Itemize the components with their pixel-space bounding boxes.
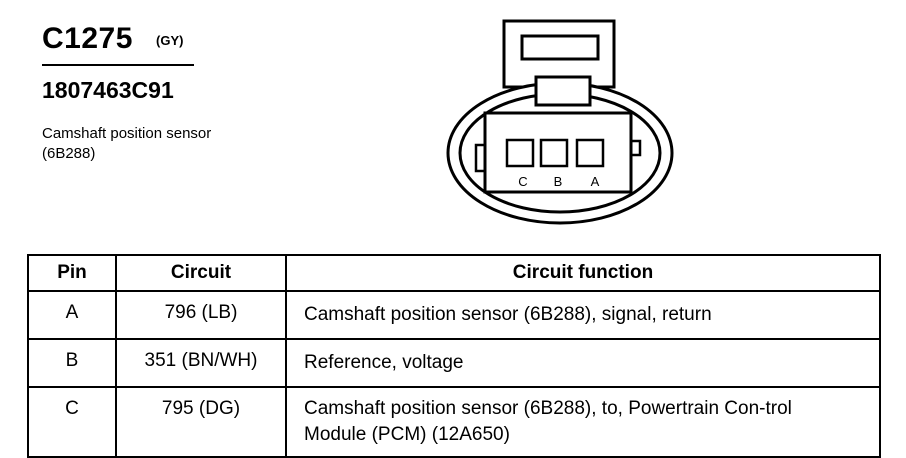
pin-cell: B [27,338,117,388]
pin-cell: C [27,386,117,458]
circuit-cell: 795 (DG) [115,386,287,458]
table-row: A 796 (LB) Camshaft position sensor (6B2… [27,290,881,340]
cavity-c [505,138,535,168]
function-text: Camshaft position sensor (6B288), signal… [304,304,712,325]
function-text: Camshaft position sensor (6B288), to, Po… [304,398,792,445]
function-cell: Camshaft position sensor (6B288), signal… [285,290,881,340]
pinout-table: Pin Circuit Circuit function A 796 (LB) … [27,254,881,458]
table-header-row: Pin Circuit Circuit function [27,254,881,292]
table-row: C 795 (DG) Camshaft position sensor (6B2… [27,386,881,458]
cavity-label-a: A [591,174,600,189]
locking-tab-window [520,34,600,61]
cavity-label-b: B [554,174,563,189]
cavity-b [539,138,569,168]
housing-key [534,75,592,107]
cavity-label-c: C [518,174,527,189]
header-function: Circuit function [285,254,881,292]
color-code: (GY) [156,33,184,48]
function-cell: Camshaft position sensor (6B288), to, Po… [285,386,881,458]
connector-face-diagram: C B A [446,19,674,225]
circuit-cell: 796 (LB) [115,290,287,340]
function-cell: Reference, voltage [285,338,881,388]
circuit-cell: 351 (BN/WH) [115,338,287,388]
part-number: 1807463C91 [42,77,174,103]
header-pin: Pin [27,254,117,292]
function-text: Reference, voltage [304,352,464,373]
header-circuit: Circuit [115,254,287,292]
pin-cell: A [27,290,117,340]
cavity-a [575,138,605,168]
connector-id: C1275 [42,22,133,55]
connector-description: Camshaft position sensor (6B288) [42,125,212,162]
table-row: B 351 (BN/WH) Reference, voltage [27,338,881,388]
title-rule [42,64,194,66]
